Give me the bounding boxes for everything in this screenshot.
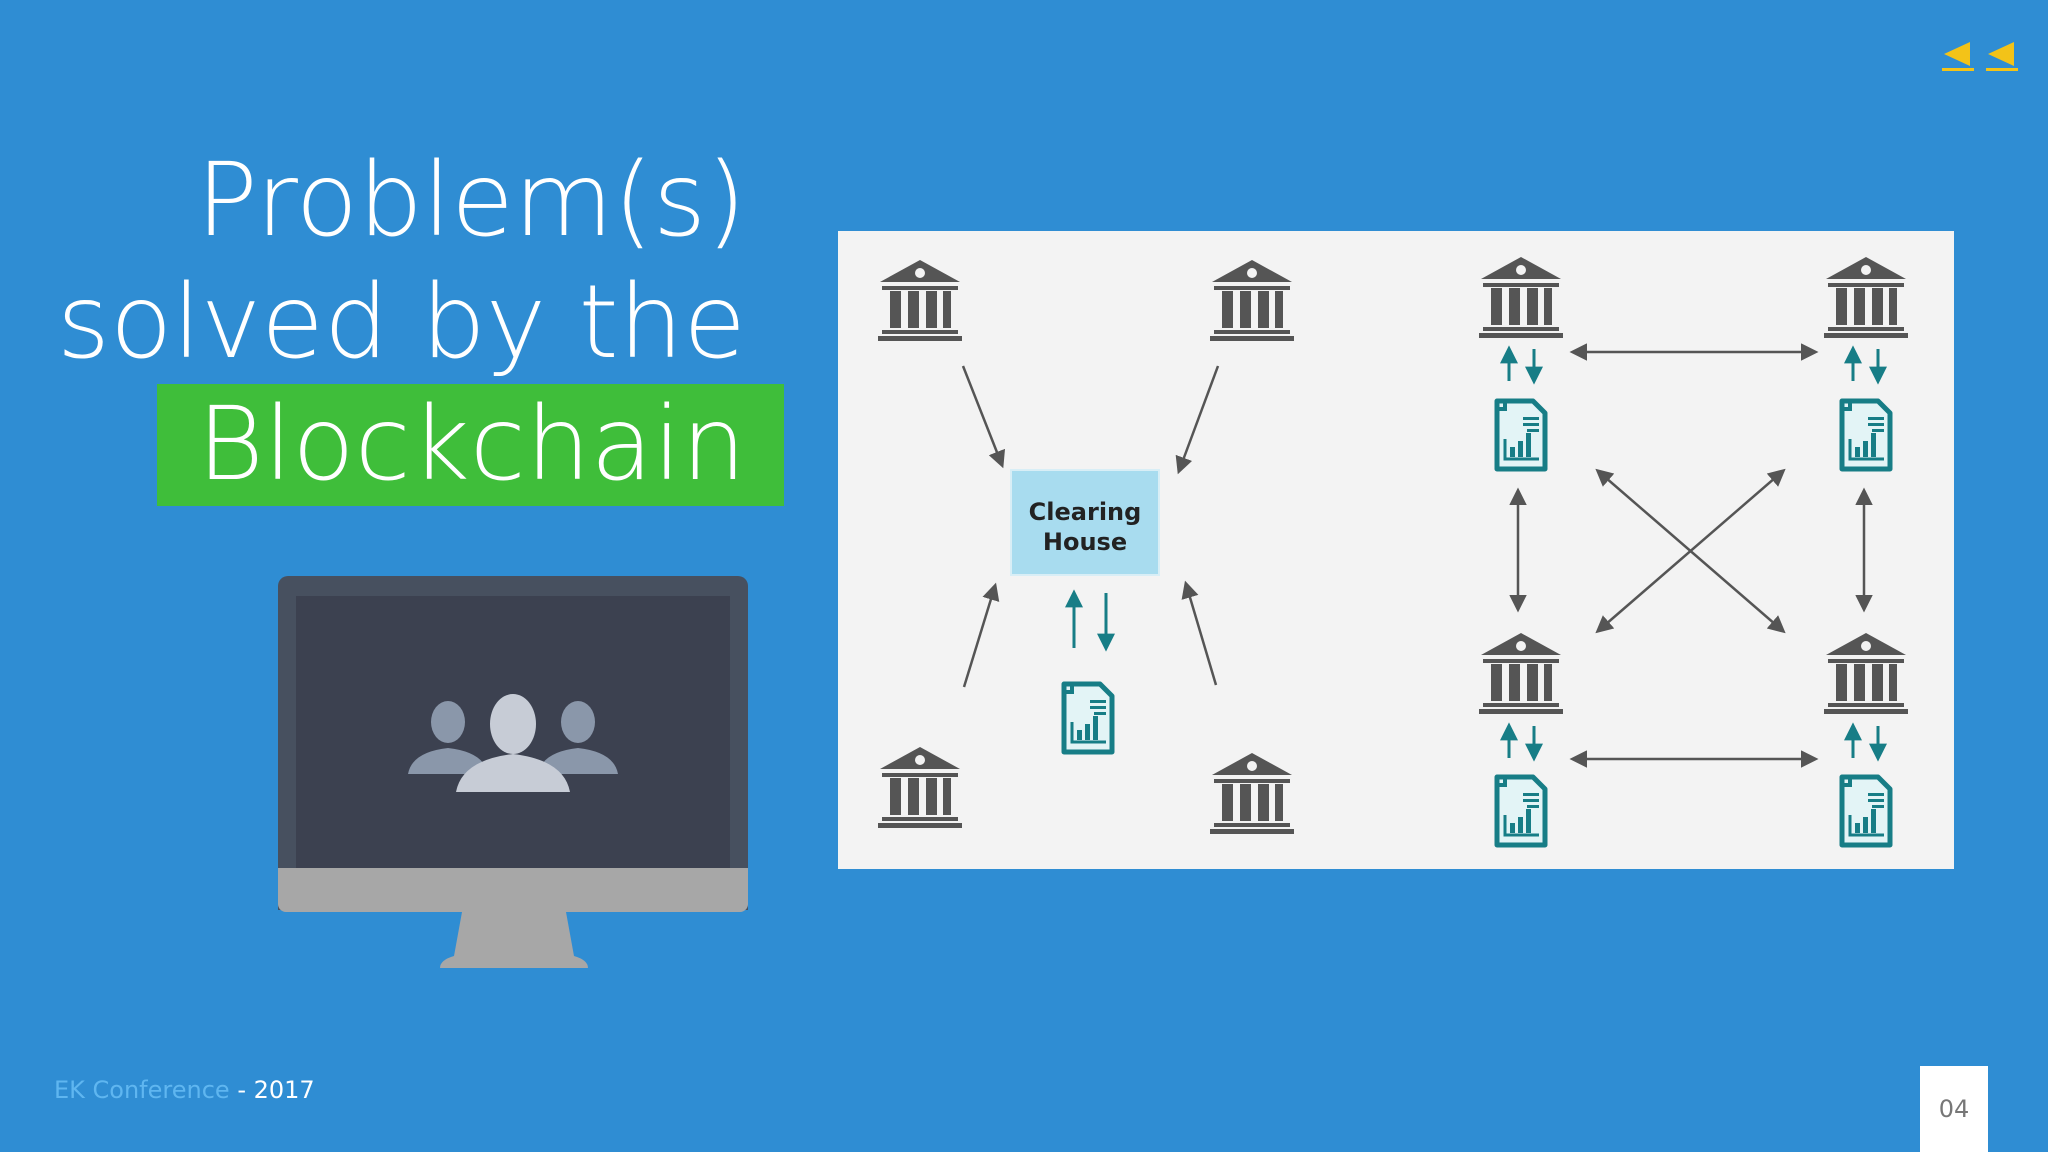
clearing-house-box <box>1010 469 1160 576</box>
monitor-illustration <box>278 576 748 968</box>
users-group-icon <box>408 694 618 792</box>
clearing-house-label: Clearing House <box>1028 498 1142 556</box>
footer-separator: - <box>229 1076 254 1104</box>
clearing-house-network <box>878 260 1294 834</box>
conference-year: 2017 <box>253 1076 315 1104</box>
title-line-1: Problem(s) <box>196 141 746 260</box>
conference-name: EK Conference <box>54 1076 230 1104</box>
clearing-vs-blockchain-diagram: Clearing House <box>838 231 1954 869</box>
title-highlight: Blockchain <box>157 384 784 506</box>
previous-slide-icon[interactable] <box>1942 40 1974 72</box>
first-slide-icon[interactable] <box>1986 40 2018 72</box>
slide-title: Problem(s) solved by the Blockchain <box>56 140 784 506</box>
page-number: 04 <box>1920 1066 1988 1152</box>
footer: EK Conference - 2017 <box>54 1076 315 1104</box>
distributed-ledger-network <box>1479 257 1908 845</box>
slide-navigation <box>1942 40 2018 72</box>
title-line-2: solved by the <box>56 263 746 382</box>
